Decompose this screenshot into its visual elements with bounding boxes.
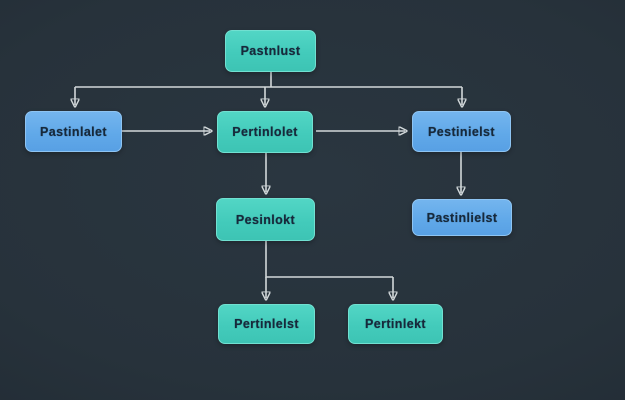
flow-node-bottom-left-label: Pertinlelst	[234, 317, 299, 331]
flow-node-row2-center: Pertinlolet	[217, 111, 313, 153]
flow-node-row2-right: Pestinielst	[412, 111, 511, 152]
flow-node-row3-center: Pesinlokt	[216, 198, 315, 241]
flow-node-row2-right-label: Pestinielst	[428, 124, 495, 139]
flow-node-row2-left-label: Pastinlalet	[40, 124, 107, 139]
flow-node-bottom-right: Pertinlekt	[348, 304, 443, 344]
flow-node-top: Pastnlust	[225, 30, 316, 72]
flow-node-row3-right-label: Pastinlielst	[426, 210, 498, 225]
flow-node-top-label: Pastnlust	[240, 44, 301, 58]
flow-node-row3-right: Pastinlielst	[412, 199, 512, 236]
flow-node-bottom-left: Pertinlelst	[218, 304, 315, 344]
flow-node-row2-left: Pastinlalet	[25, 111, 122, 152]
connector-top-tree	[75, 72, 462, 88]
flow-node-row2-center-label: Pertinlolet	[232, 125, 298, 139]
flow-node-bottom-right-label: Pertinlekt	[365, 317, 426, 331]
flow-node-row3-center-label: Pesinlokt	[235, 212, 296, 227]
connector-row3-branch-bar	[265, 241, 393, 278]
